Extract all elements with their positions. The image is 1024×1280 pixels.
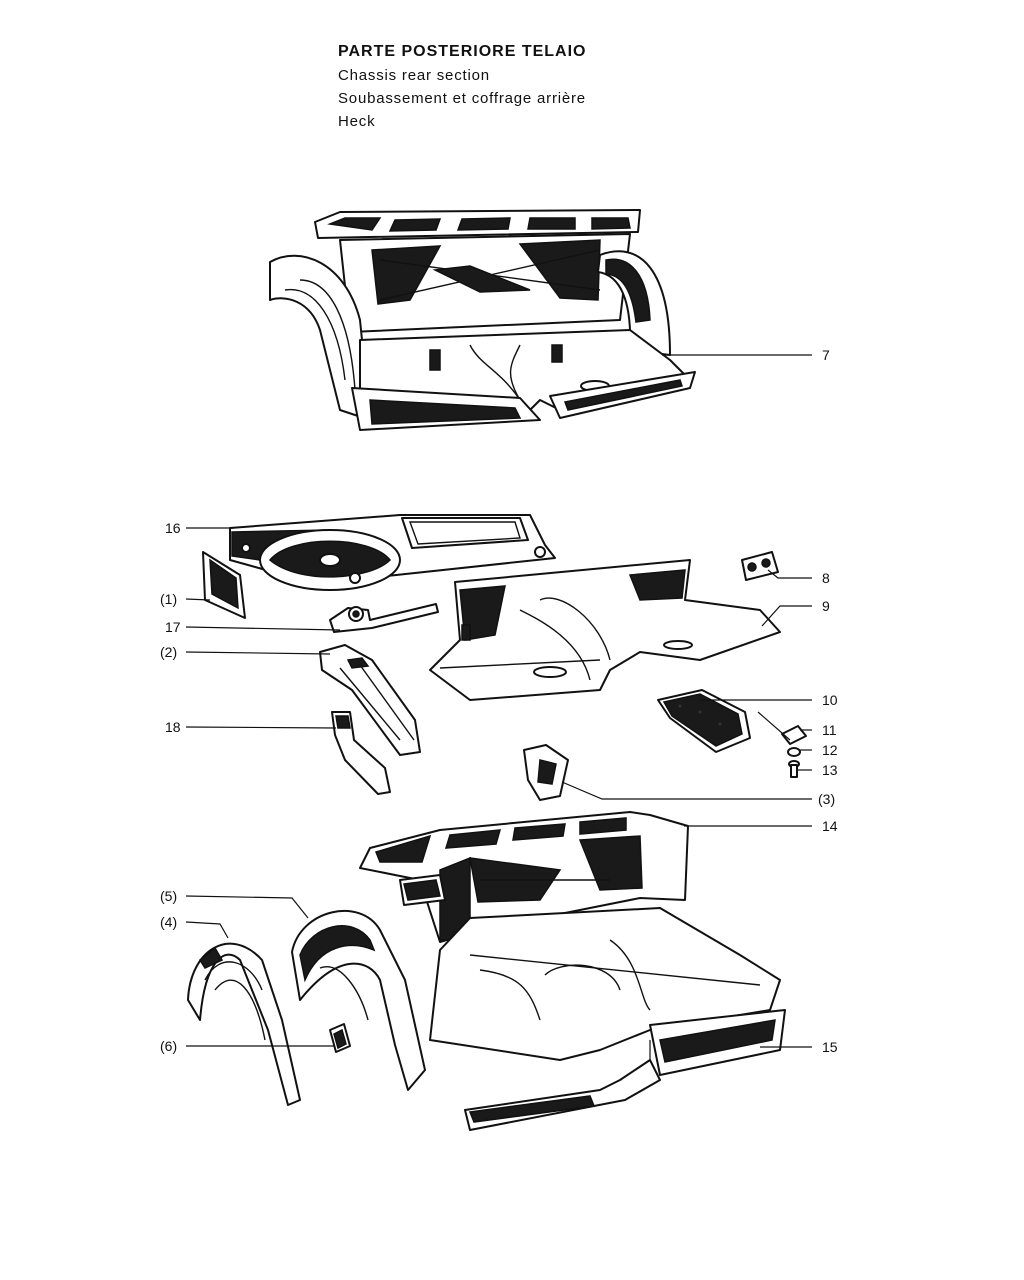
leader-5 bbox=[185, 895, 309, 919]
callout-2: (2) bbox=[160, 644, 177, 660]
callout-10: 10 bbox=[822, 692, 838, 708]
leader-3 bbox=[561, 781, 812, 800]
callout-12: 12 bbox=[822, 742, 838, 758]
callout-17: 17 bbox=[165, 619, 181, 635]
leader-10-fastener bbox=[757, 711, 791, 741]
title-english: Chassis rear section bbox=[338, 67, 490, 84]
assembled-rear-chassis bbox=[269, 209, 696, 431]
leader-4 bbox=[185, 921, 229, 939]
part-12-washer bbox=[787, 747, 801, 757]
title-french: Soubassement et coffrage arrière bbox=[338, 90, 586, 107]
callout-8: 8 bbox=[822, 570, 830, 586]
callout-13: 13 bbox=[822, 762, 838, 778]
callout-15: 15 bbox=[822, 1039, 838, 1055]
leader-lines bbox=[185, 354, 812, 1060]
callout-4: (4) bbox=[160, 914, 177, 930]
part-18-bracket bbox=[331, 711, 391, 795]
part-17-bracket-bar bbox=[329, 603, 439, 633]
callout-3: (3) bbox=[818, 791, 835, 807]
leader-2 bbox=[185, 651, 331, 655]
part-6-clip bbox=[329, 1023, 351, 1053]
leader-8 bbox=[767, 569, 812, 579]
part-13-screw bbox=[788, 760, 800, 778]
part-10-mat bbox=[657, 689, 751, 753]
callout-14: 14 bbox=[822, 818, 838, 834]
callout-9: 9 bbox=[822, 598, 830, 614]
leader-9 bbox=[761, 605, 812, 627]
part-8-grommet-plate bbox=[741, 551, 779, 581]
callout-1: (1) bbox=[160, 591, 177, 607]
leader-17 bbox=[185, 626, 341, 631]
leader-1 bbox=[185, 598, 211, 601]
callout-6: (6) bbox=[160, 1038, 177, 1054]
part-15-rear-floor-pan bbox=[429, 907, 786, 1131]
callout-5: (5) bbox=[160, 888, 177, 904]
part-9-rear-floor bbox=[429, 559, 781, 701]
part-1-bracket bbox=[202, 551, 246, 619]
part-11-clip bbox=[781, 725, 807, 745]
leader-18 bbox=[185, 726, 337, 729]
callout-11: 11 bbox=[822, 722, 837, 738]
callout-16: 16 bbox=[165, 520, 181, 536]
part-2-side-member bbox=[319, 644, 421, 756]
title-block: PARTE POSTERIORE TELAIO Chassis rear sec… bbox=[338, 40, 587, 133]
part-4-outer-wheelhouse bbox=[187, 942, 301, 1106]
part-5-inner-wheelhouse bbox=[291, 910, 426, 1091]
part-16-boot-floor bbox=[229, 514, 556, 591]
callout-7: 7 bbox=[822, 347, 830, 363]
title-german: Heck bbox=[338, 113, 376, 130]
part-3-bracket bbox=[523, 744, 569, 801]
callout-labels: 7 16 (1) 17 (2) 18 8 9 10 11 12 13 (3) 1… bbox=[160, 347, 838, 1055]
title-italian: PARTE POSTERIORE TELAIO bbox=[338, 43, 587, 60]
part-14-rear-panel bbox=[359, 811, 689, 943]
callout-18: 18 bbox=[165, 719, 181, 735]
